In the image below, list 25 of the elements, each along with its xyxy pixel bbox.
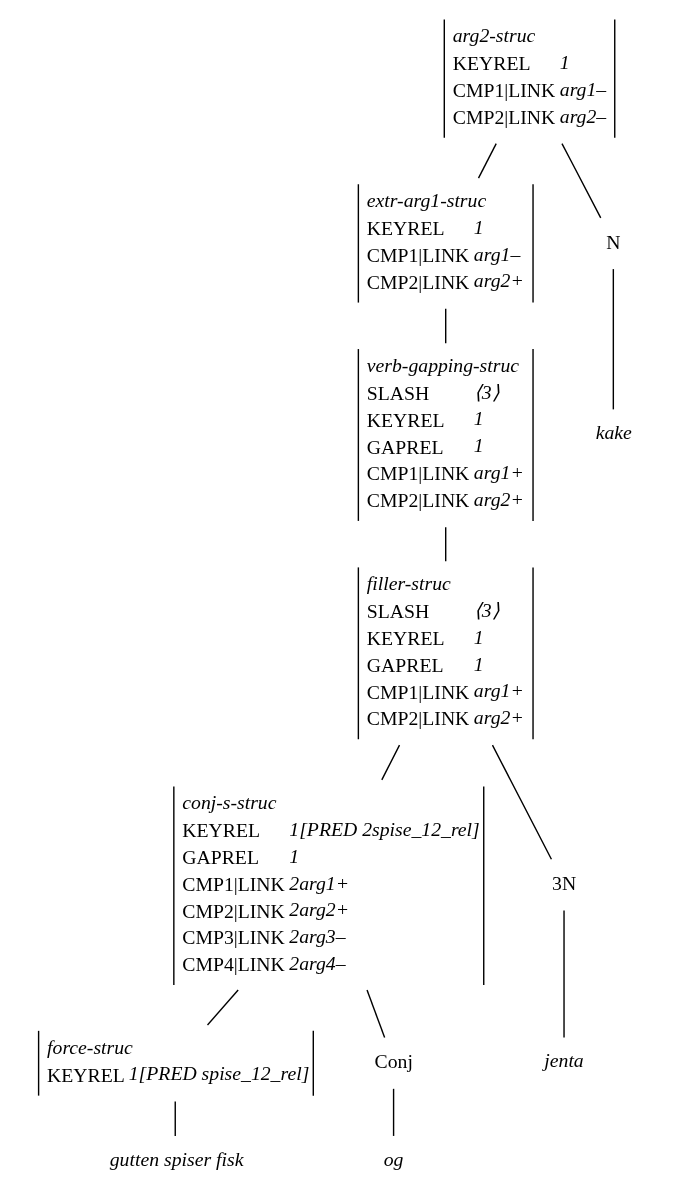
node-text: verb-gapping-struc SLASH ⟨3⟩ KEYREL 1 GAPREL 1 CMP1|LINK arg1+ CMP2|LINK arg2+ bbox=[366, 353, 524, 512]
node-text: kake bbox=[595, 420, 632, 443]
node-text: N bbox=[606, 230, 621, 253]
connector bbox=[561, 142, 602, 219]
connector bbox=[392, 1088, 395, 1137]
connector bbox=[491, 744, 553, 860]
connector bbox=[477, 142, 497, 179]
connector bbox=[206, 989, 239, 1026]
node-text: extr-arg1-struc KEYREL 1 CMP1|LINK arg1– CMP2|LINK arg2+ bbox=[366, 189, 524, 293]
node-text: Conj bbox=[374, 1050, 413, 1073]
node-text: force-struc KEYREL 1[PRED spise_12_rel] bbox=[47, 1035, 310, 1086]
connector bbox=[366, 989, 386, 1039]
connector bbox=[445, 308, 447, 344]
node-text: og bbox=[383, 1147, 404, 1170]
node-text: 3N bbox=[552, 872, 577, 895]
node-text: jenta bbox=[544, 1049, 584, 1072]
connector bbox=[612, 268, 615, 411]
connector bbox=[381, 744, 401, 781]
node-text: conj-s-struc KEYREL 1[PRED 2spise_12_rel] GAPREL 1 CMP1|LINK 2arg1+ CMP2|LINK 2arg2+ CMP3|LINK 2arg3– CMP4|LINK 2arg4– bbox=[182, 791, 480, 976]
node-text: gutten spiser fisk bbox=[109, 1147, 244, 1170]
node-text: filler-struc SLASH ⟨3⟩ KEYREL 1 GAPREL 1 CMP1|LINK arg1+ CMP2|LINK arg2+ bbox=[366, 572, 524, 730]
connector bbox=[563, 909, 565, 1039]
node-text: arg2-struc KEYREL 1 CMP1|LINK arg1– CMP2|LINK arg2– bbox=[452, 24, 607, 128]
connector bbox=[174, 1100, 176, 1137]
connector bbox=[445, 526, 447, 562]
